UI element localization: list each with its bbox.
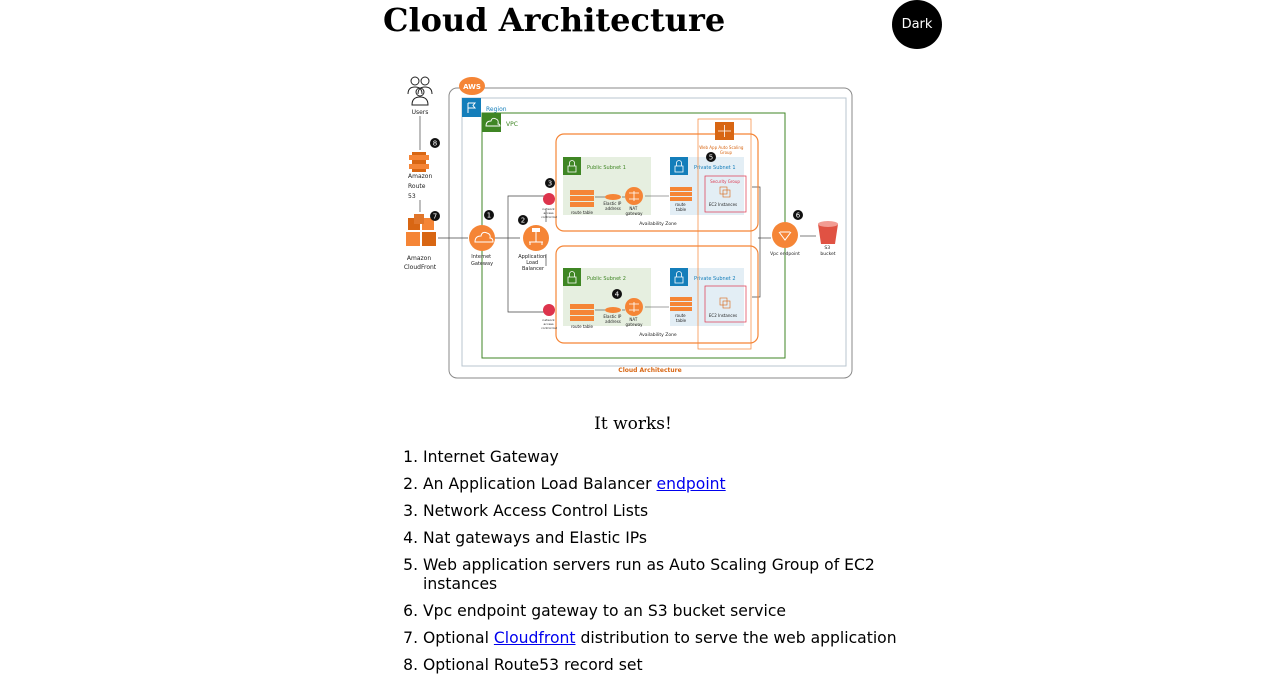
list-item: Web application servers run as Auto Scal… [423, 556, 903, 594]
svg-text:4: 4 [615, 291, 620, 299]
security-group-2 [704, 285, 747, 323]
ec2-icon [719, 297, 728, 306]
public-subnet-1-label: Public Subnet 1 [587, 165, 626, 171]
list-item-text: Vpc endpoint gateway to an S3 bucket ser… [423, 602, 786, 620]
route-table-icon [570, 190, 594, 207]
list-item: An Application Load Balancer endpoint [423, 475, 903, 494]
vpc-endpoint-icon [772, 222, 798, 248]
ec2-instances-2-label: EC2 Instances [709, 313, 737, 318]
nacl-label: network access control list [541, 318, 558, 330]
private-subnet-2-label: Private Subnet 2 [694, 276, 736, 282]
load-balancer-label: Application Load Balancer [518, 254, 548, 272]
connector-lines [595, 195, 669, 311]
aws-cloud-icon: AWS [459, 77, 485, 95]
users-icon [407, 76, 433, 106]
nat-gateway-label: NAT gateway [625, 206, 643, 216]
route-table-icon [670, 187, 692, 201]
vpc-cloud-icon [482, 113, 501, 132]
connector-lines [419, 116, 816, 313]
vpc-endpoint-label: Vpc endpoint [770, 251, 800, 257]
diagram-caption: Cloud Architecture [618, 367, 681, 374]
marker-5: 5 [706, 152, 716, 162]
marker-4: 4 [612, 289, 622, 299]
route53-icon [409, 152, 429, 172]
marker-7: 7 [430, 211, 440, 221]
region-label: Region [486, 106, 507, 113]
cloudfront-link[interactable]: Cloudfront [493, 629, 576, 647]
feature-list: Internet Gateway An Application Load Bal… [383, 448, 903, 683]
nacl-label: network access control list [541, 207, 558, 219]
ec2-instances-1-label: EC2 Instances [709, 202, 737, 207]
list-item-text: Network Access Control Lists [423, 502, 649, 520]
ec2-icon [719, 186, 728, 195]
list-item: Optional Cloudfront distribution to serv… [423, 629, 903, 648]
endpoint-link[interactable]: endpoint [656, 475, 726, 493]
list-item: Internet Gateway [423, 448, 903, 467]
internet-gateway-label: Internet Gateway [471, 254, 493, 267]
route53-label: Amazon Route 53 [408, 173, 434, 200]
elastic-ip-label: Elastic IP address [603, 201, 622, 211]
s3-bucket-label: S3 bucket [820, 245, 835, 257]
elastic-ip-label: Elastic IP address [603, 314, 622, 324]
svg-text:1: 1 [487, 212, 491, 220]
s3-bucket-icon [818, 224, 838, 244]
list-item-text: Web application servers run as Auto Scal… [423, 556, 875, 593]
svg-text:2: 2 [521, 217, 525, 225]
marker-1: 1 [484, 210, 494, 220]
list-item-text: Optional Route53 record set [423, 656, 643, 674]
route-table-icon [670, 297, 692, 311]
nat-gateway-label: NAT gateway [625, 317, 643, 327]
route-table-icon [570, 304, 594, 321]
svg-text:5: 5 [709, 154, 713, 162]
marker-8: 8 [430, 138, 440, 148]
elastic-ip-icon [605, 307, 621, 313]
route-table-label: route table [571, 210, 594, 215]
route-table-label: route table [571, 324, 594, 329]
list-item: Network Access Control Lists [423, 502, 903, 521]
architecture-diagram: AWS Region VPC Users Amazon Route 53 Ama… [404, 76, 853, 379]
list-item: Vpc endpoint gateway to an S3 bucket ser… [423, 602, 903, 621]
status-caption: It works! [594, 414, 672, 434]
route-table-label: route table [675, 202, 687, 212]
security-group-1-label: Security Group [710, 179, 740, 184]
svg-text:7: 7 [433, 213, 437, 221]
cloudfront-icon [406, 214, 436, 246]
auto-scaling-group-boundary [697, 118, 752, 350]
auto-scaling-label: Web App Auto Scaling Group [699, 145, 744, 155]
aws-cloud-boundary [448, 87, 853, 379]
list-item: Nat gateways and Elastic IPs [423, 529, 903, 548]
aws-badge-label: AWS [463, 83, 481, 91]
availability-zone-2 [555, 245, 759, 344]
internet-gateway-icon [469, 225, 495, 251]
cloudfront-label: Amazon CloudFront [404, 255, 437, 271]
list-item-text: An Application Load Balancer [423, 475, 657, 493]
public-subnet-2-label: Public Subnet 2 [587, 276, 626, 282]
list-item-text: distribution to serve the web applicatio… [575, 629, 897, 647]
region-boundary [461, 97, 847, 367]
availability-zone-1 [555, 133, 759, 232]
list-item: Optional Route53 record set [423, 656, 903, 675]
marker-2: 2 [518, 215, 528, 225]
marker-6: 6 [793, 210, 803, 220]
elastic-ip-icon [605, 194, 621, 200]
vpc-label: VPC [506, 121, 518, 128]
svg-text:3: 3 [548, 180, 552, 188]
list-item-text: Nat gateways and Elastic IPs [423, 529, 648, 547]
availability-zone-2-label: Availability Zone [639, 332, 677, 338]
nacl-icon [543, 304, 555, 316]
users-label: Users [412, 109, 429, 116]
private-subnet-1-label: Private Subnet 1 [694, 165, 736, 171]
nacl-icon [543, 193, 555, 205]
security-group-1 [704, 175, 747, 213]
svg-text:6: 6 [796, 212, 801, 220]
list-item-text: Optional [423, 629, 494, 647]
marker-3: 3 [545, 178, 555, 188]
dark-mode-toggle-button[interactable]: Dark [892, 0, 942, 49]
route-table-label: route table [675, 313, 687, 323]
availability-zone-1-label: Availability Zone [639, 221, 677, 227]
list-item-text: Internet Gateway [423, 448, 559, 466]
svg-text:8: 8 [433, 140, 437, 148]
page-title: Cloud Architecture [383, 1, 726, 39]
